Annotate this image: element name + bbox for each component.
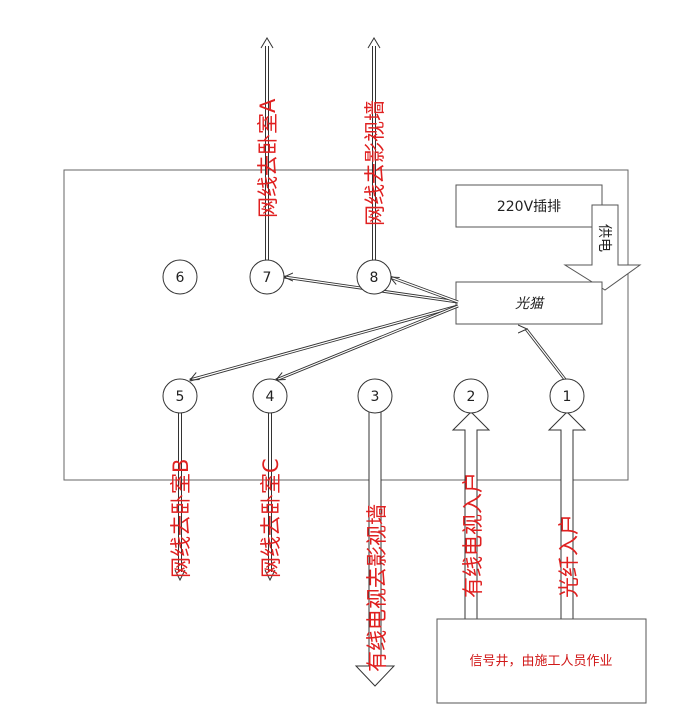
label-node-2: 有线电视入户 [461, 472, 485, 598]
label-node-5: 网线去卧室B [169, 459, 193, 578]
node-2: 2 [453, 378, 489, 414]
signal-well-label: 信号井，由施工人员作业 [469, 654, 612, 669]
cable-8 [367, 37, 381, 263]
label-node-7: 网线去卧室A [256, 98, 280, 218]
power-strip-box [455, 184, 603, 228]
svg-text:1: 1 [563, 389, 572, 405]
label-node-8: 网线去影视墙 [363, 100, 387, 226]
svg-text:3: 3 [371, 389, 380, 405]
node-7: 7 [249, 259, 285, 295]
node-5: 5 [162, 378, 198, 414]
node-6: 6 [162, 259, 198, 295]
svg-text:5: 5 [176, 389, 185, 405]
cable-7 [260, 37, 274, 263]
power-arrow-label: 供电 [596, 224, 612, 252]
modem-label: 光猫 [515, 296, 545, 312]
svg-text:7: 7 [263, 270, 272, 286]
label-node-4: 网线去卧室C [259, 458, 283, 578]
node-3: 3 [357, 378, 393, 414]
cable-1 [547, 411, 587, 621]
power-strip-label: 220V插排 [497, 199, 561, 215]
svg-text:2: 2 [467, 389, 476, 405]
svg-text:8: 8 [370, 270, 379, 286]
cable-5 [174, 412, 186, 582]
signal-well-box [436, 618, 647, 704]
cable-4 [264, 412, 276, 582]
cable-3 [354, 411, 396, 687]
power-arrow [563, 204, 642, 291]
label-node-3: 有线电视去影视墙 [365, 504, 389, 672]
node-8: 8 [356, 259, 392, 295]
svg-text:4: 4 [266, 389, 275, 405]
node-4: 4 [252, 378, 288, 414]
node-1: 1 [549, 378, 585, 414]
modem-connections [190, 277, 569, 383]
svg-text:6: 6 [176, 270, 185, 286]
label-node-1: 光纤入户 [557, 514, 581, 598]
cable-2 [451, 411, 491, 621]
